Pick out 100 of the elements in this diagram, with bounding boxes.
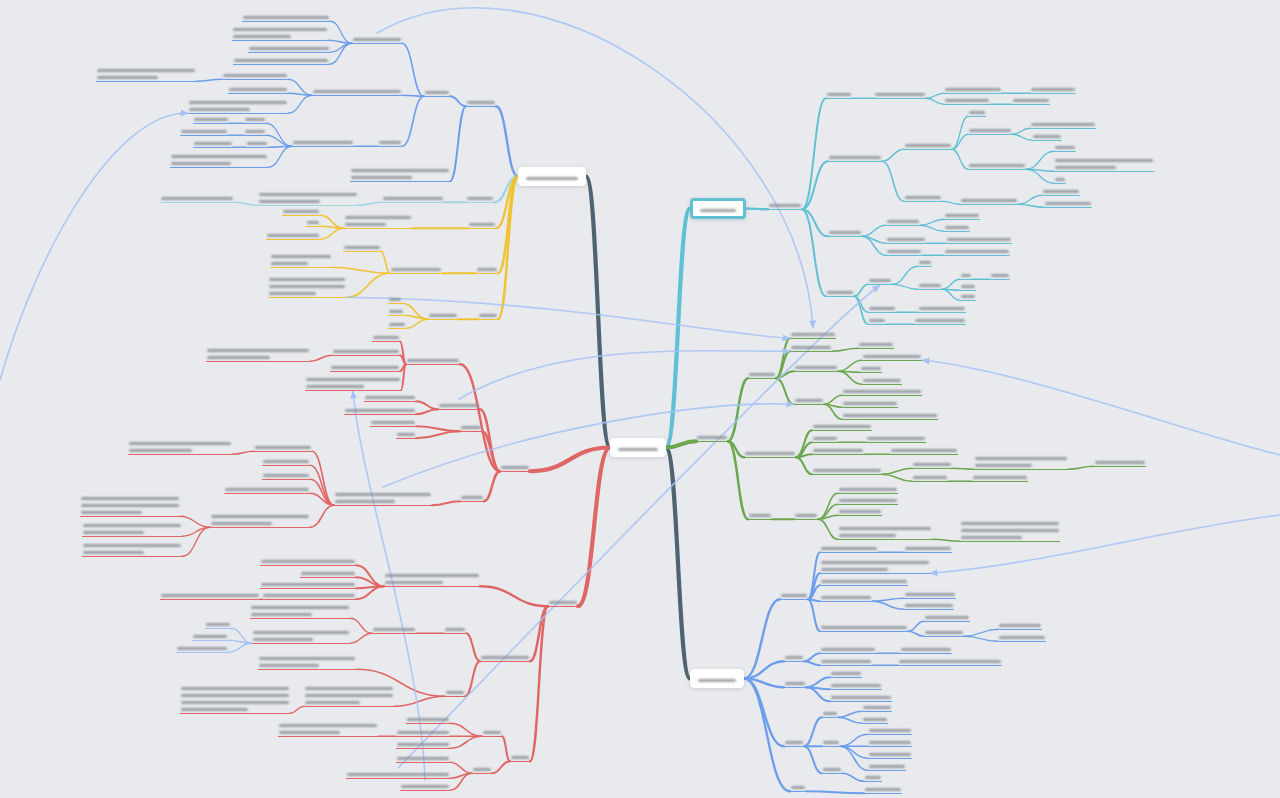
branch-line [775, 377, 795, 406]
branch-line [1011, 127, 1031, 135]
branch-line [287, 94, 313, 114]
relationship-arrow [345, 296, 791, 342]
branch-line [919, 224, 945, 232]
branch-line [871, 600, 905, 611]
branch-line [357, 201, 383, 207]
branch-line [265, 134, 293, 147]
branch-line [885, 323, 915, 325]
branch-line [449, 735, 483, 738]
branch-line [401, 42, 425, 98]
branch-line [501, 735, 511, 763]
branch-line [837, 370, 863, 386]
branch-line [795, 456, 813, 476]
branch-line [494, 105, 520, 178]
branch-line [803, 716, 823, 748]
branch-line [480, 430, 502, 473]
branch-line [853, 295, 869, 326]
branch-line [963, 628, 999, 637]
branch-line [1025, 150, 1055, 170]
branch-line [801, 160, 829, 211]
branch-line [931, 538, 961, 542]
branch-line [951, 133, 969, 150]
branch-line [771, 518, 795, 521]
branch-line [329, 20, 353, 44]
branch-line [817, 518, 839, 541]
branch-line [311, 450, 335, 507]
relationship-arrow [921, 357, 1280, 456]
branch-line [1017, 203, 1045, 208]
branch-line [744, 207, 770, 211]
branch-line [907, 630, 925, 638]
branch-line [837, 710, 863, 719]
relationship-arrow [458, 347, 791, 400]
branch-line [875, 652, 901, 655]
branch-line [449, 772, 473, 780]
branch-line [805, 686, 831, 691]
branch-line [393, 695, 446, 708]
branch-line [355, 585, 385, 601]
topic-box [690, 198, 746, 219]
branch-line [309, 504, 335, 529]
branch-line [839, 745, 869, 772]
branch-line [807, 572, 821, 601]
branch-line [399, 354, 407, 366]
branch-line [355, 668, 446, 698]
relationship-arrow [350, 390, 426, 781]
branch-line [907, 620, 925, 633]
branch-line [465, 632, 481, 663]
branch-line [851, 97, 875, 100]
relationship-arrow [376, 7, 816, 329]
branch-line [726, 440, 746, 459]
branch-line [309, 492, 335, 507]
branch-line [801, 208, 829, 238]
branch-line [805, 790, 865, 795]
branch-line [823, 403, 843, 421]
branch-line [405, 318, 429, 330]
branch-line [309, 354, 333, 363]
branch-line [449, 761, 473, 775]
branch-line [232, 146, 247, 148]
branch-line [1025, 168, 1055, 184]
branch-line [941, 200, 961, 205]
branch-line [449, 95, 467, 108]
branch-line [837, 716, 863, 725]
branch-line [837, 441, 867, 444]
branch-line [775, 370, 795, 380]
branch-line [823, 403, 843, 409]
branch-line [181, 526, 211, 557]
branch-line [415, 408, 439, 416]
branch-line [831, 347, 859, 353]
branch-line [401, 94, 425, 98]
branch-line [801, 208, 827, 298]
branch-line [403, 314, 429, 321]
branch-line [1017, 194, 1043, 205]
branch-line [449, 105, 467, 183]
branch-line [963, 635, 999, 642]
branch-line [807, 584, 821, 601]
branch-line [881, 473, 913, 483]
branch-line [1001, 92, 1031, 94]
branch-line [227, 134, 245, 136]
branch-line [319, 225, 345, 230]
branch-line [401, 95, 425, 148]
branch-line [399, 363, 407, 373]
branch-line [415, 430, 461, 440]
branch-line [925, 97, 945, 105]
branch-line [861, 235, 887, 257]
topic-box [690, 669, 744, 688]
branch-line [841, 772, 865, 783]
branch-line [795, 441, 813, 459]
branch-line [231, 450, 255, 455]
branch-line [1011, 133, 1033, 141]
branch-line [837, 370, 861, 374]
branch-line [179, 515, 211, 528]
branch-line [863, 453, 891, 456]
branch-line [871, 664, 899, 667]
branch-line [415, 400, 439, 411]
branch-line [228, 122, 245, 124]
branch-line [227, 642, 253, 653]
branch-line [726, 377, 750, 443]
branch-line [457, 318, 479, 321]
branch-line [853, 283, 869, 298]
branch-line [925, 92, 945, 99]
